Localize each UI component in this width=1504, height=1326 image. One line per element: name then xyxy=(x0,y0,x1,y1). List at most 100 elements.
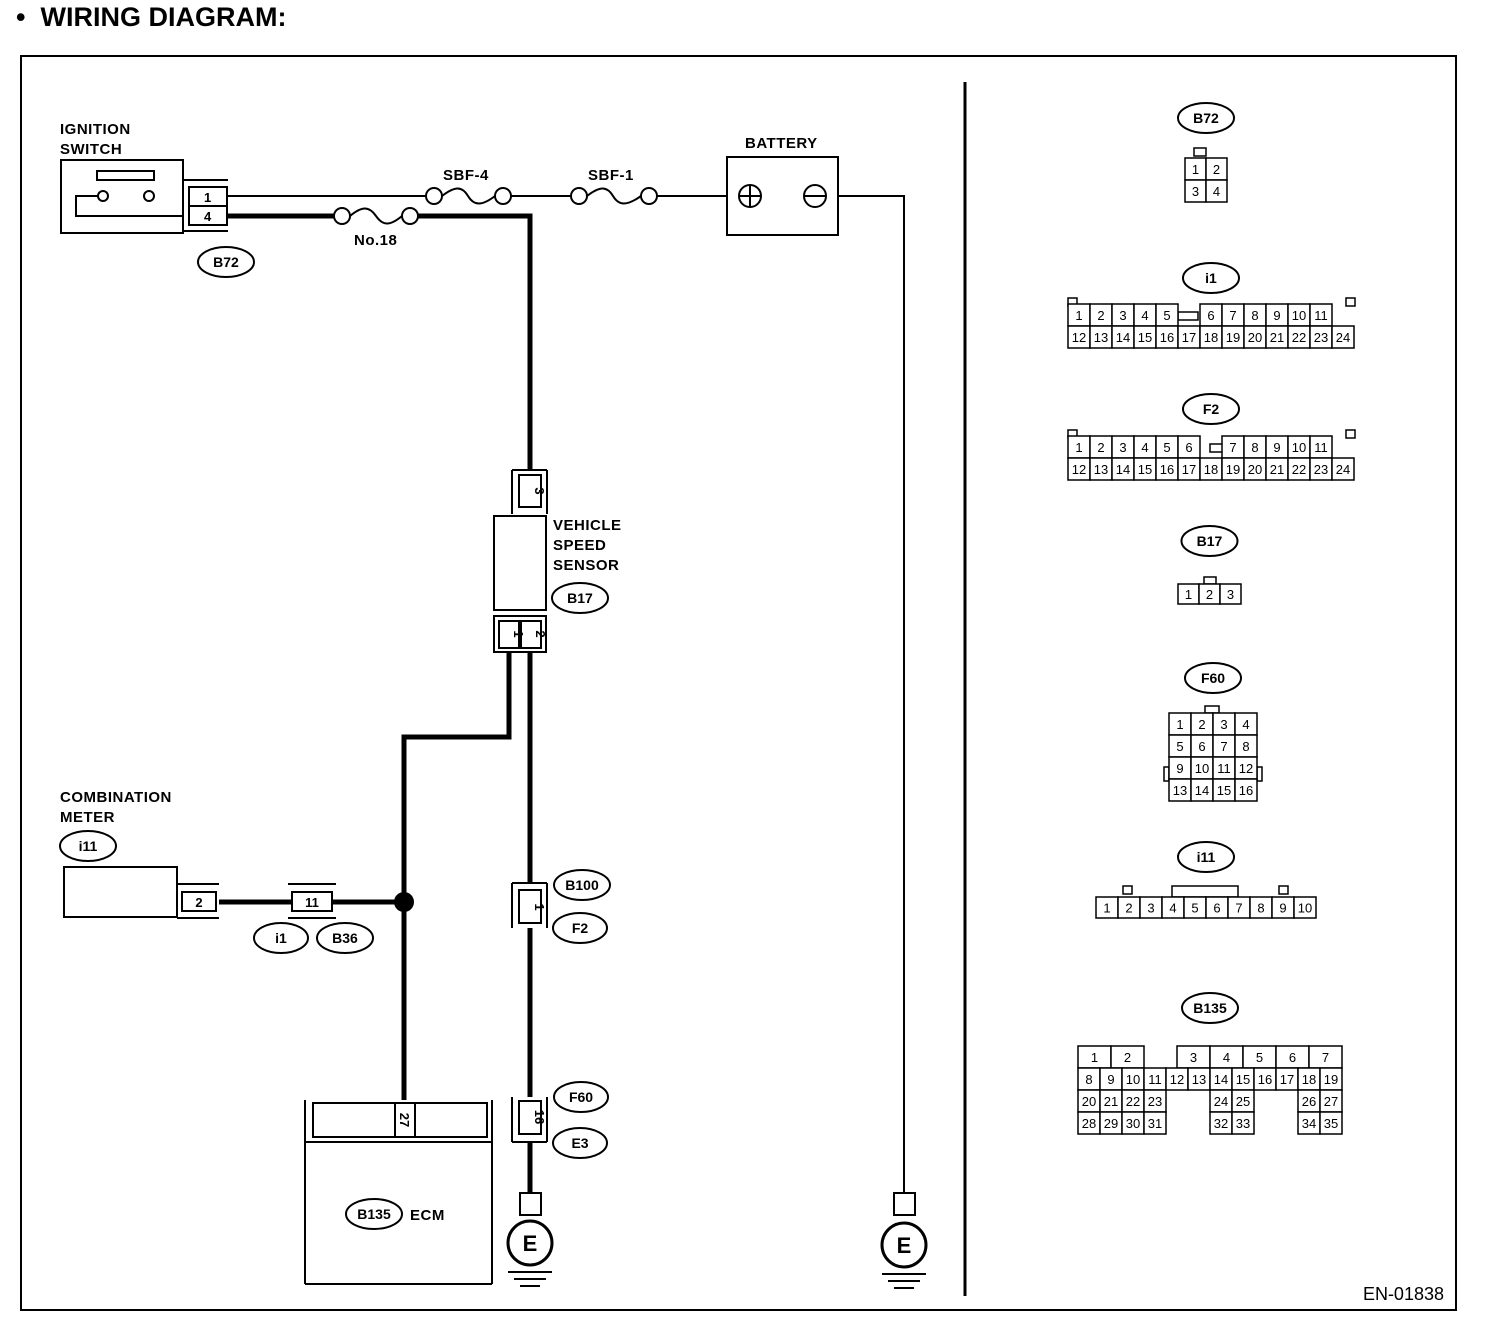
svg-text:i1: i1 xyxy=(275,930,287,946)
connector-pin-number: 8 xyxy=(1085,1072,1092,1087)
connector-pin-number: 3 xyxy=(1190,1050,1197,1065)
ground-left xyxy=(506,1192,554,1287)
connector-view-tag xyxy=(1182,262,1240,294)
connector-pin-number: 27 xyxy=(1324,1094,1338,1109)
connector-pin-number: 11 xyxy=(1314,308,1328,323)
connector-pin-number: 12 xyxy=(1239,761,1253,776)
connector-f60-e3 xyxy=(511,1097,548,1143)
connector-pin-number: 16 xyxy=(1160,462,1174,477)
tag-i11-meter: i11 xyxy=(59,830,117,862)
vss-label-3: SENSOR xyxy=(553,557,619,574)
connector-pin-number: 17 xyxy=(1280,1072,1294,1087)
connector-pin-number: 8 xyxy=(1251,440,1258,455)
i1-pin-11: 11 xyxy=(305,895,319,910)
connector-pin-number: 9 xyxy=(1273,440,1280,455)
connector-pin-number: 14 xyxy=(1116,330,1130,345)
connector-pin-number: 4 xyxy=(1213,184,1220,199)
connector-view-tag xyxy=(1184,662,1242,694)
tag-i1: i1 xyxy=(253,922,309,954)
connector-pin-number: 12 xyxy=(1072,462,1086,477)
connector-view-tag-label: B135 xyxy=(1193,1000,1227,1016)
connector-pin-number: 7 xyxy=(1229,440,1236,455)
connector-pin-number: 9 xyxy=(1176,761,1183,776)
f2-pin-1: 1 xyxy=(532,903,547,910)
connector-pin-number: 3 xyxy=(1119,308,1126,323)
connector-key xyxy=(1193,147,1207,157)
connector-view-tag-label: F60 xyxy=(1201,670,1225,686)
tag-b17: B17 xyxy=(551,582,609,614)
connector-pin-number: 13 xyxy=(1094,330,1108,345)
battery-positive-terminal xyxy=(738,184,762,208)
title-bullet: • xyxy=(16,2,26,32)
connector-pin-cell xyxy=(1331,325,1355,349)
connector-pin-number: 12 xyxy=(1170,1072,1184,1087)
wires xyxy=(219,195,905,1193)
connector-b17-power xyxy=(511,469,548,514)
svg-text:B100: B100 xyxy=(565,877,599,893)
tag-b135-ecm: B135 xyxy=(345,1198,403,1230)
connector-pin-number: 3 xyxy=(1147,901,1154,916)
connector-pin-number: 20 xyxy=(1248,330,1262,345)
connector-pin-cell xyxy=(1331,457,1355,481)
connector-pin-number: 17 xyxy=(1182,462,1196,477)
tag-f2: F2 xyxy=(552,912,608,944)
connector-pin-number: 19 xyxy=(1226,330,1240,345)
connector-view-tag xyxy=(1177,102,1235,134)
ecm xyxy=(304,1100,493,1285)
connector-pin-number: 2 xyxy=(1206,587,1213,602)
connector-pin-number: 6 xyxy=(1198,739,1205,754)
connector-pin-number: 4 xyxy=(1141,440,1148,455)
connector-pin-number: 13 xyxy=(1192,1072,1206,1087)
connector-pin-number: 32 xyxy=(1214,1116,1228,1131)
connector-pin-number: 3 xyxy=(1220,717,1227,732)
connector-pin-number: 7 xyxy=(1322,1050,1329,1065)
connector-pin-number: 20 xyxy=(1082,1094,1096,1109)
connector-pin-number: 1 xyxy=(1075,308,1082,323)
svg-text:B36: B36 xyxy=(332,930,358,946)
connector-pin-number: 10 xyxy=(1298,901,1312,916)
vehicle-speed-sensor xyxy=(493,515,547,611)
connector-pin-number: 13 xyxy=(1094,462,1108,477)
connector-pin-number: 3 xyxy=(1119,440,1126,455)
connector-pin-number: 15 xyxy=(1138,330,1152,345)
connector-pin-number: 29 xyxy=(1104,1116,1118,1131)
ignition-switch-label-2: SWITCH xyxy=(60,141,122,158)
connector-pin-number: 4 xyxy=(1169,901,1176,916)
combination-meter xyxy=(63,866,178,918)
connector-pin-cell xyxy=(1293,896,1317,919)
connector-key xyxy=(1204,705,1220,714)
connector-pin-cell xyxy=(1219,583,1242,605)
connector-pin-number: 9 xyxy=(1273,308,1280,323)
connector-pin-number: 5 xyxy=(1176,739,1183,754)
connector-pin-cell xyxy=(1143,1111,1167,1135)
connector-pin-number: 14 xyxy=(1195,783,1209,798)
connector-pin-number: 2 xyxy=(1124,1050,1131,1065)
connector-pin-number: 14 xyxy=(1116,462,1130,477)
connector-pin-number: 1 xyxy=(1103,901,1110,916)
tag-b72: B72 xyxy=(197,246,255,278)
fuse-sbf4-label: SBF-4 xyxy=(443,167,489,184)
connector-pin-number: 1 xyxy=(1185,587,1192,602)
connector-pin-number: 8 xyxy=(1257,901,1264,916)
figure-code: EN-01838 xyxy=(1363,1284,1444,1304)
connector-pin-number: 23 xyxy=(1314,462,1328,477)
splice-junction xyxy=(394,892,414,912)
tag-f60: F60 xyxy=(553,1081,609,1113)
ground-left-label: E xyxy=(523,1231,538,1256)
connector-pin-cell xyxy=(1234,778,1258,802)
connector-pin-number: 8 xyxy=(1242,739,1249,754)
connector-latch xyxy=(1345,429,1356,439)
connector-b72-switch xyxy=(183,179,228,232)
connector-pin-number: 3 xyxy=(1192,184,1199,199)
ecm-pin-27: 27 xyxy=(397,1113,412,1127)
connector-pin-number: 5 xyxy=(1191,901,1198,916)
ignition-switch xyxy=(60,159,184,234)
connector-pin-number: 35 xyxy=(1324,1116,1338,1131)
connector-pin-number: 10 xyxy=(1195,761,1209,776)
connector-pin-number: 15 xyxy=(1138,462,1152,477)
connector-latch xyxy=(1122,885,1133,895)
connector-pin-number: 18 xyxy=(1204,462,1218,477)
connector-key xyxy=(1203,576,1217,585)
